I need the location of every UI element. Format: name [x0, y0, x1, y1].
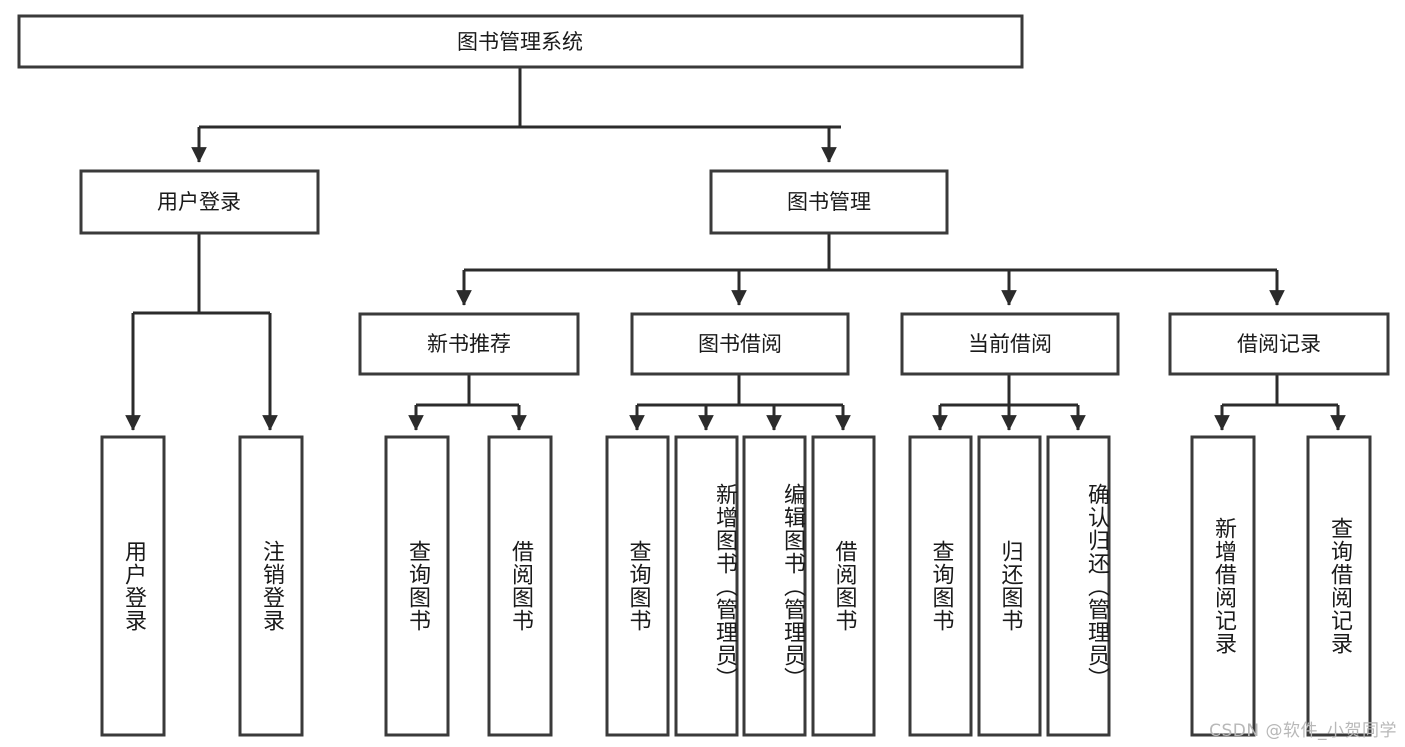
node-root-box[interactable]	[17, 14, 1024, 69]
csdn-watermark: CSDN @软件_小贺同学	[1209, 721, 1397, 741]
node-new-book-label: 新书推荐	[427, 332, 511, 356]
node-current-borrow-box[interactable]	[900, 312, 1120, 376]
leaf-user-login-box[interactable]	[100, 435, 166, 737]
leaf-logout-box[interactable]	[238, 435, 304, 737]
leaf-query-book-2-box[interactable]	[605, 435, 670, 737]
node-borrow-record-box[interactable]	[1168, 312, 1390, 376]
leaf-borrow-book-2-box[interactable]	[811, 435, 876, 737]
nodes-layer: 图书管理系统 用户登录 图书管理 新书推荐 图书借阅 当前借阅 借阅记录	[17, 14, 1390, 737]
node-book-manage-box[interactable]	[709, 169, 949, 235]
leaf-add-book-box[interactable]	[674, 435, 739, 737]
leaf-add-record-box[interactable]	[1190, 435, 1256, 737]
node-book-manage-label: 图书管理	[787, 190, 871, 214]
leaf-confirm-return-box[interactable]	[1046, 435, 1111, 737]
leaf-borrow-book-1-box[interactable]	[487, 435, 553, 737]
node-new-book-box[interactable]	[358, 312, 580, 376]
leaf-query-book-3-box[interactable]	[908, 435, 973, 737]
node-user-login-box[interactable]	[79, 169, 320, 235]
leaf-return-book-box[interactable]	[977, 435, 1042, 737]
leaf-edit-book-box[interactable]	[742, 435, 807, 737]
node-root-label: 图书管理系统	[457, 30, 583, 54]
node-user-login-label: 用户登录	[157, 190, 241, 214]
node-book-borrow-label: 图书借阅	[698, 332, 782, 356]
node-borrow-record-label: 借阅记录	[1237, 332, 1321, 356]
node-current-borrow-label: 当前借阅	[968, 332, 1052, 356]
edges-layer	[125, 67, 1346, 431]
node-book-borrow-box[interactable]	[630, 312, 850, 376]
leaf-query-record-box[interactable]	[1306, 435, 1372, 737]
leaf-query-book-1-box[interactable]	[384, 435, 450, 737]
